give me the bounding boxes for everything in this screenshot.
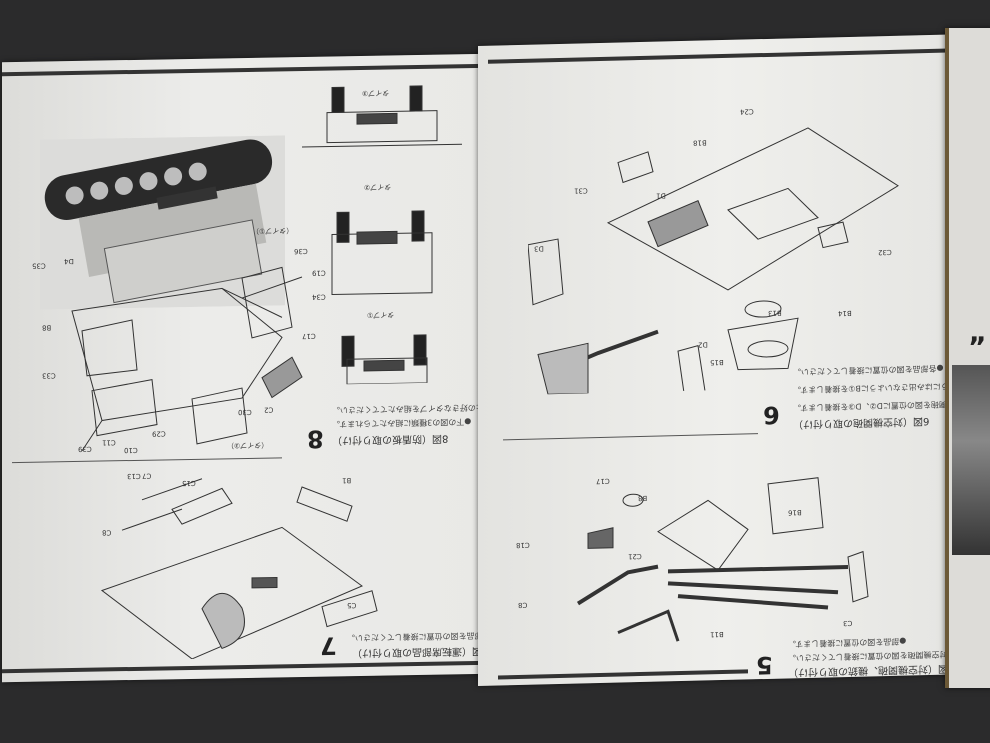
quote-mark: “: [968, 318, 987, 351]
type-label: タイプ①: [367, 310, 395, 319]
part-label: C8: [518, 600, 528, 610]
bottom-rule: [498, 669, 748, 680]
step6-exploded-diagram: [528, 127, 899, 395]
part-label: C3: [843, 618, 853, 628]
step5-note: ●対空機関砲を図の位置に接着してください。: [788, 649, 955, 663]
step6-caption: 6図（対空機関砲の取り付け）: [793, 414, 930, 430]
part-label: D1: [656, 191, 666, 200]
top-rule: [488, 48, 958, 64]
part-label: C36: [294, 246, 308, 256]
step8-variant: （タイプ③）: [227, 440, 269, 450]
step8-exploded-diagram: [71, 266, 303, 452]
top-rule: [2, 63, 490, 77]
divider: [503, 433, 758, 441]
part-label: C15: [182, 478, 196, 488]
part-label: C35: [32, 261, 46, 270]
step8-note: ●下の図の3種類に組みたてられます。: [332, 417, 472, 429]
part-label: C33: [42, 371, 56, 380]
right-instruction-page: C24 B18 C31 D1 D3 C32 B14 B13 B15 D2 6 6…: [478, 33, 990, 687]
part-label: C29: [152, 429, 166, 438]
part-label: C8: [102, 528, 112, 537]
part-label: B8: [638, 493, 648, 503]
part-label: B8: [42, 323, 52, 332]
part-label: B13: [768, 308, 782, 317]
shield-type-diagrams: [302, 85, 462, 385]
part-label: D3: [534, 244, 544, 253]
type-label: タイプ③: [362, 88, 390, 97]
part-label: C5: [347, 601, 357, 610]
step6-note: ●各部品を図の位置に接着してください。: [793, 363, 944, 377]
part-label: B1: [342, 476, 352, 485]
part-label: B14: [838, 308, 852, 318]
part-label: C31: [574, 186, 588, 195]
step5-caption: 5図（対空機関砲、機銃の取り付け）: [788, 662, 955, 678]
step5-number: 5: [756, 650, 773, 680]
part-label: C21: [628, 552, 642, 561]
step8-caption: 8図（防盾板の取り付け）: [332, 432, 449, 446]
photo-fragment: [952, 365, 990, 555]
assembled-model-photo: [40, 135, 285, 310]
part-label: C11: [102, 438, 116, 447]
part-label: C10: [124, 445, 138, 455]
step7-number: 7: [320, 631, 337, 660]
step7-exploded-diagram: [100, 478, 378, 660]
part-label: C7: [142, 471, 152, 480]
part-label: D2: [698, 340, 708, 349]
part-label: B11: [710, 630, 724, 639]
step6-number: 6: [763, 400, 780, 430]
part-label: C19: [312, 268, 326, 277]
step8-note: あなたの好きなタイプを組みたててください。: [332, 402, 500, 415]
part-label: C17: [302, 331, 316, 341]
third-page-edge: [945, 28, 990, 688]
step8-number: 8: [307, 424, 324, 453]
type-caption: （タイプ①）: [252, 226, 294, 235]
step5-note: ●部品を図の位置に接着します。: [788, 636, 907, 649]
part-label: C30: [238, 407, 252, 417]
part-label: B18: [693, 138, 707, 147]
bottom-rule: [2, 660, 490, 674]
part-label: C32: [878, 247, 892, 257]
step7-caption: 7図（運転席部品の取り付け）: [352, 644, 489, 659]
part-label: C2: [264, 405, 274, 414]
part-label: C24: [740, 107, 754, 116]
part-label: B15: [710, 358, 724, 367]
part-label: C39: [78, 444, 92, 453]
part-label: C18: [516, 540, 530, 550]
left-instruction-page: タイプ③ タイプ② タイプ① （タイプ①） C35 D4 B8 C36 C19 …: [2, 53, 514, 683]
part-label: B16: [788, 508, 802, 517]
part-label: C34: [312, 292, 326, 301]
part-label: D4: [64, 257, 74, 266]
type-label: タイプ②: [364, 182, 392, 191]
step5-exploded-diagram: [576, 477, 869, 642]
part-label: C17: [596, 476, 610, 486]
tank-photo-drawing: [40, 135, 285, 310]
